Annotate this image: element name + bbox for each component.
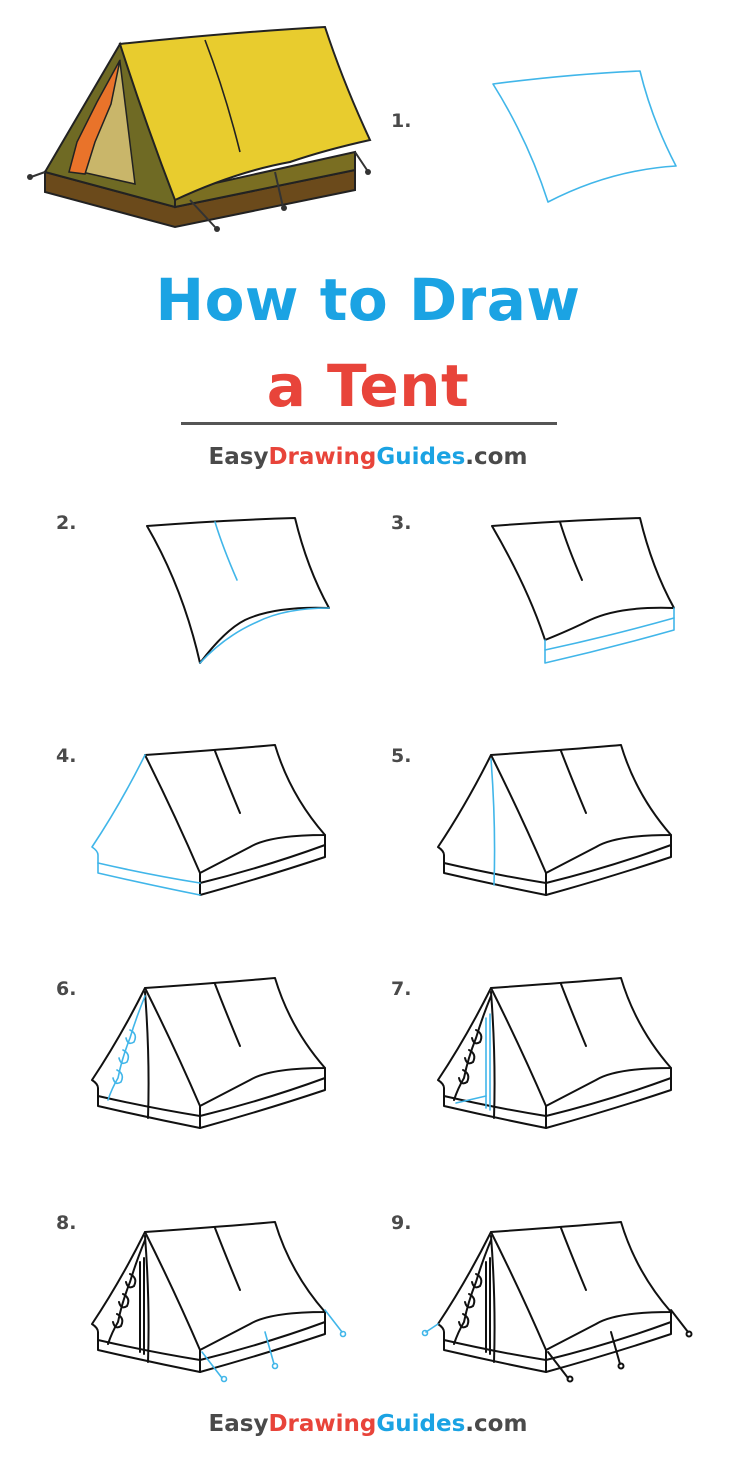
step-9-number: 9. <box>391 1212 412 1234</box>
brand-logo-bottom: EasyDrawingGuides.com <box>208 1411 528 1437</box>
step-8-number: 8. <box>56 1212 77 1234</box>
step-7-drawing <box>437 977 672 1129</box>
step-2-drawing <box>146 517 330 664</box>
brand-logo-top: EasyDrawingGuides.com <box>208 444 528 470</box>
step-2-number: 2. <box>56 512 77 534</box>
step-1-drawing <box>492 70 677 203</box>
page-title-line-1: How to Draw <box>155 266 581 334</box>
step-4-number: 4. <box>56 745 77 767</box>
step-5-number: 5. <box>391 745 412 767</box>
step-1-number: 1. <box>391 110 412 132</box>
step-5-drawing <box>437 744 672 896</box>
title-divider <box>181 422 557 425</box>
page-title-line-2: a Tent <box>266 352 470 420</box>
step-7-number: 7. <box>391 978 412 1000</box>
step-4-drawing <box>91 744 326 896</box>
step-3-drawing <box>491 517 675 664</box>
finished-tent-illustration <box>27 25 372 232</box>
step-6-drawing <box>91 977 326 1129</box>
step-9-drawing <box>421 1221 693 1383</box>
step-3-number: 3. <box>391 512 412 534</box>
step-6-number: 6. <box>56 978 77 1000</box>
step-8-drawing <box>91 1221 347 1383</box>
